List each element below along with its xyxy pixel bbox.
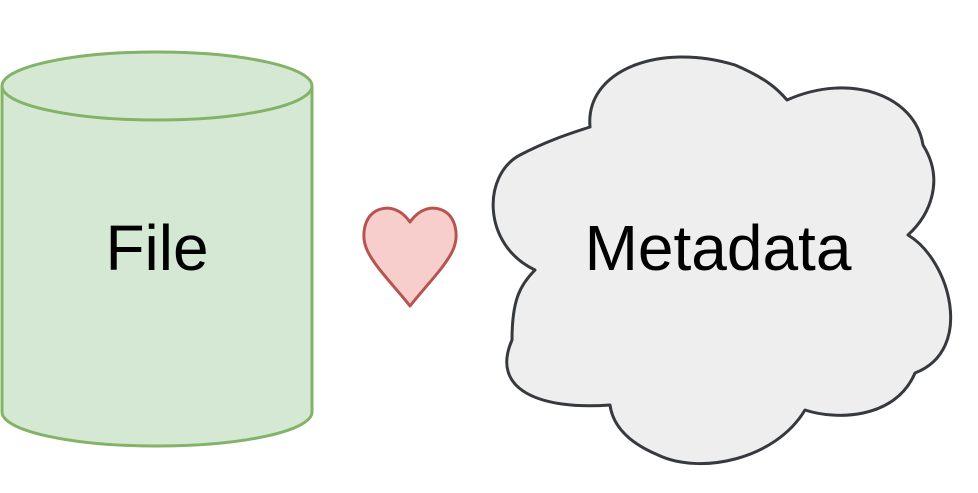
file-cylinder-top-rim	[0, 85, 314, 122]
metadata-cloud: Metadata	[491, 55, 953, 466]
file-cylinder-body	[0, 50, 314, 448]
file-label: File	[105, 212, 208, 284]
heart-shape	[362, 206, 458, 308]
metadata-label: Metadata	[585, 212, 852, 284]
heart-icon	[362, 206, 458, 308]
file-cylinder: File	[0, 50, 314, 448]
metadata-cloud-shape	[491, 55, 953, 466]
